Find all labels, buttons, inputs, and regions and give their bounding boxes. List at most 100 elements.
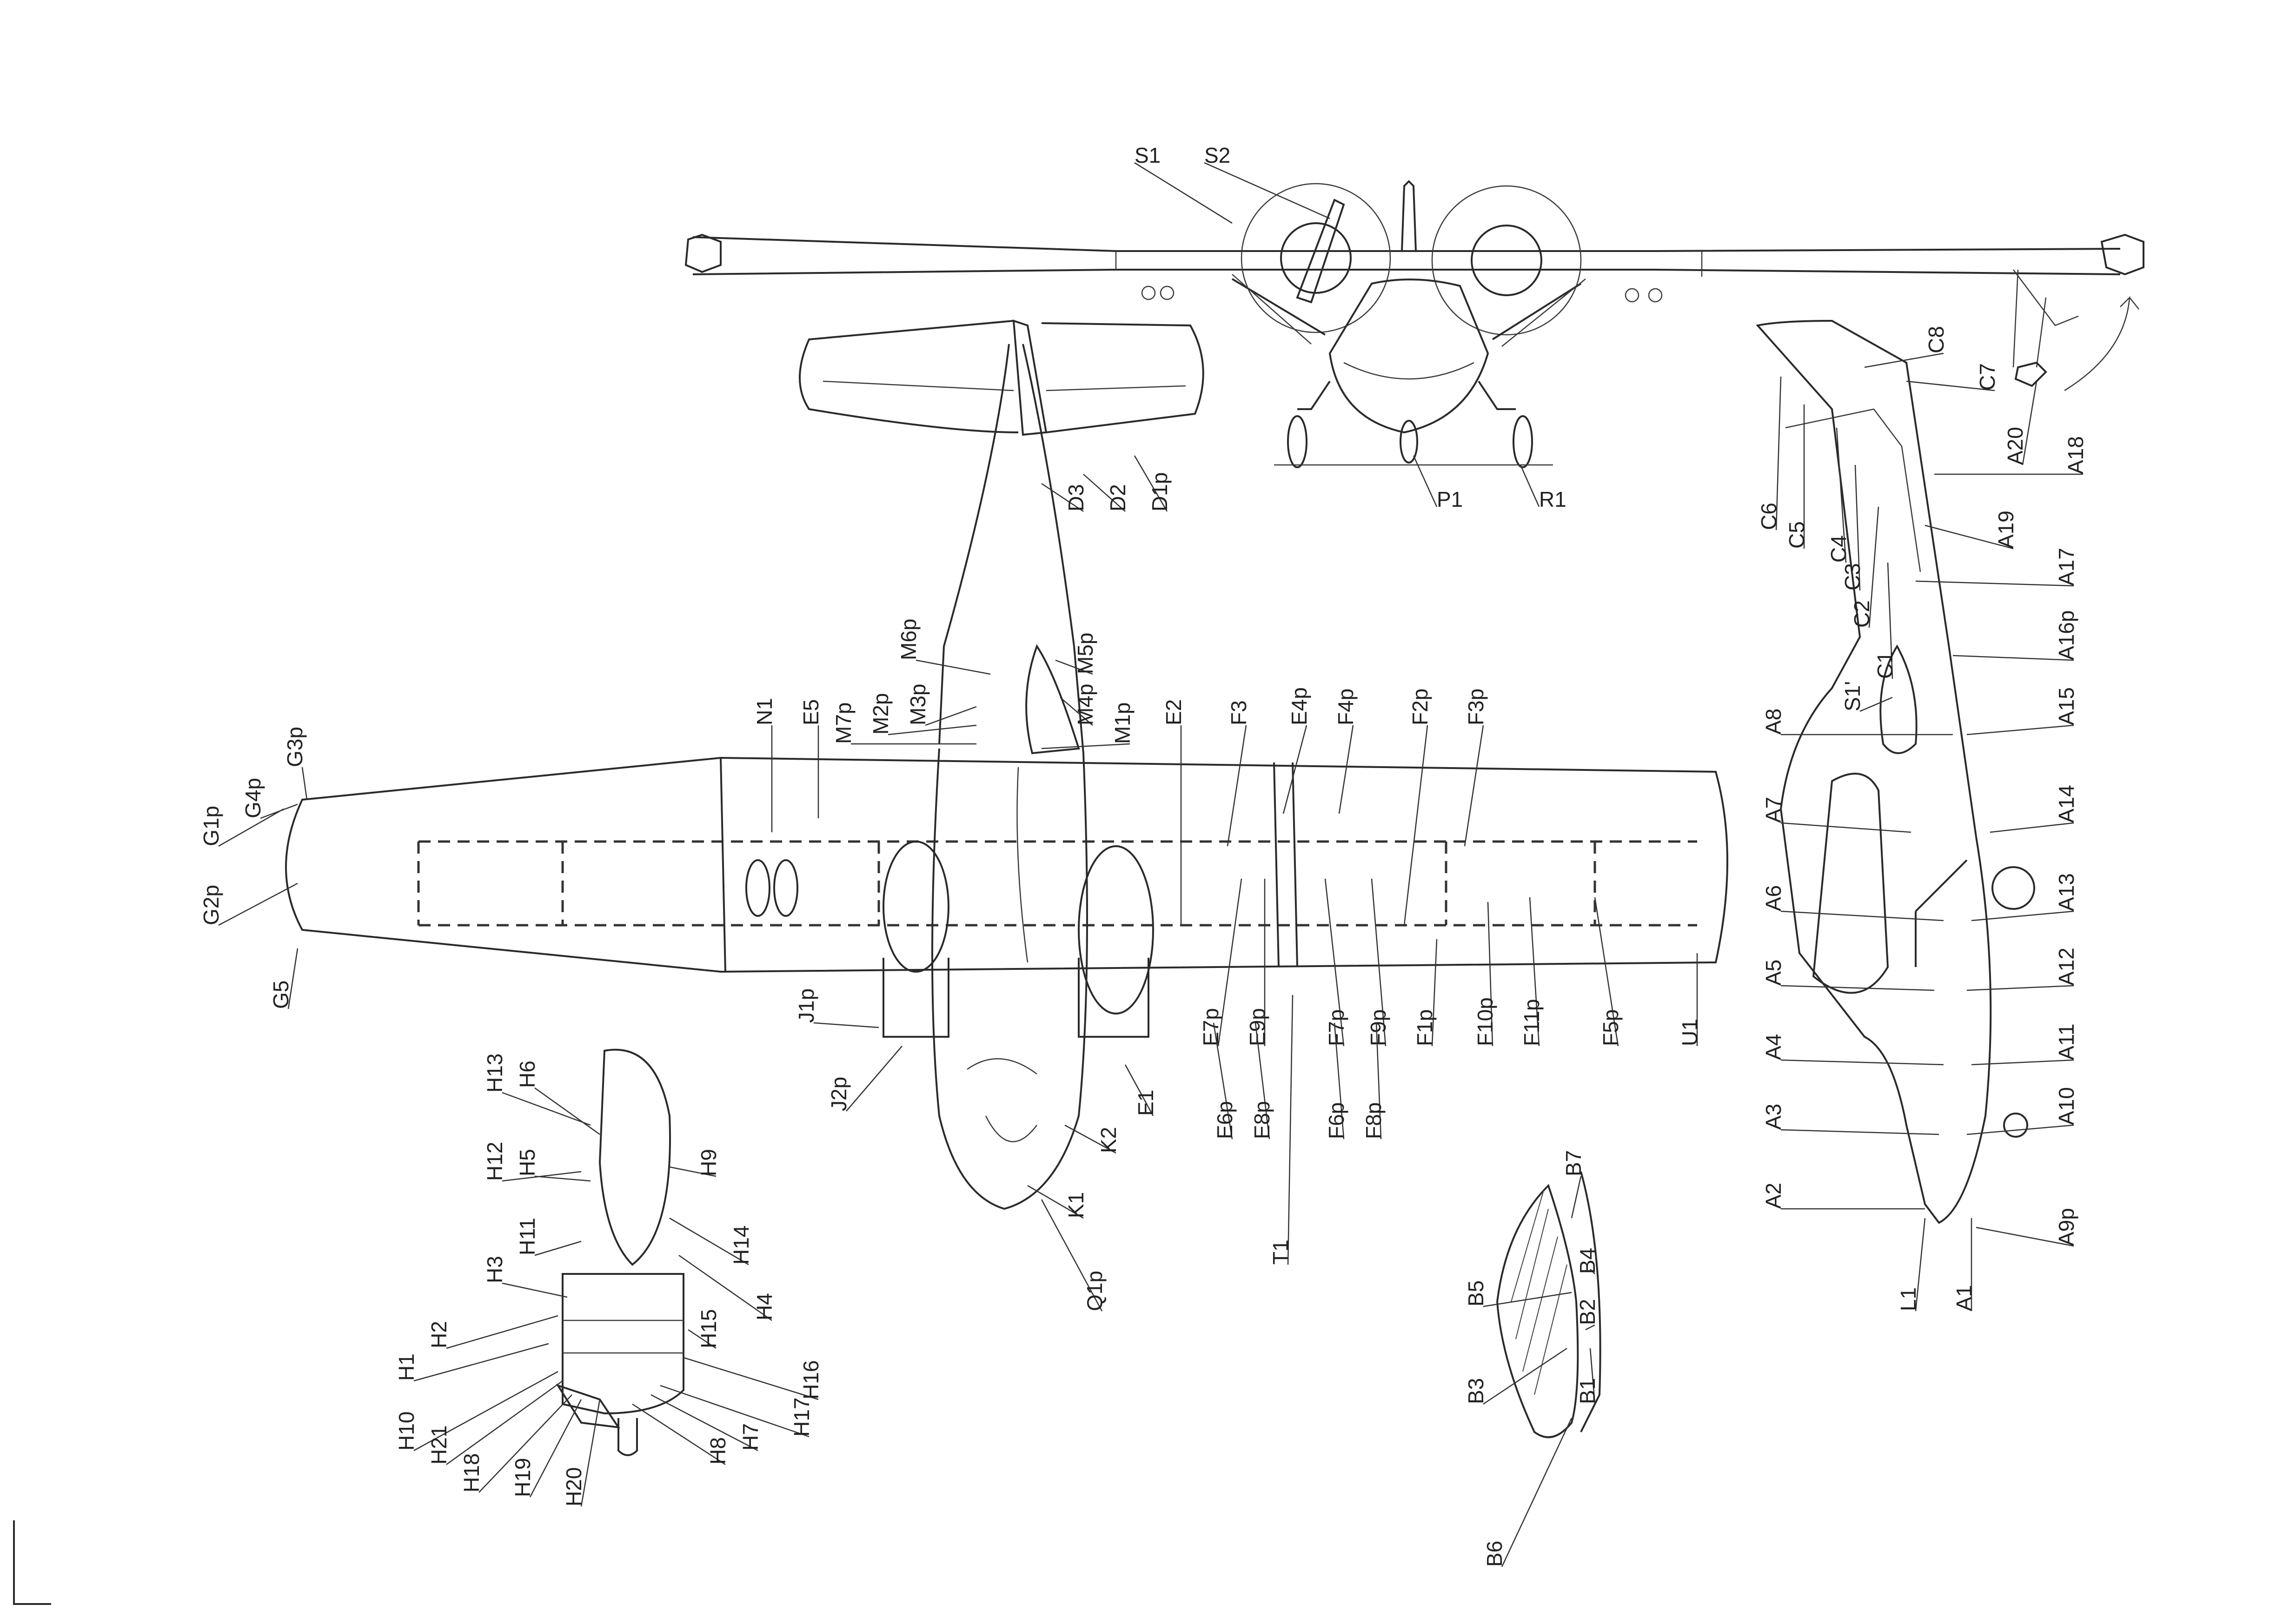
part-label: C2 xyxy=(1850,600,1874,628)
leader-line xyxy=(925,706,977,726)
part-label: H14 xyxy=(729,1226,753,1265)
part-label: A17 xyxy=(2054,548,2078,586)
part-label: M1p xyxy=(1110,703,1135,744)
leader-line xyxy=(1990,822,2074,833)
part-label: C8 xyxy=(1924,326,1948,353)
part-label: B6 xyxy=(1482,1541,1507,1567)
leader-line xyxy=(1780,985,1935,991)
leader-line xyxy=(218,808,284,847)
leader-line xyxy=(888,724,977,736)
leader-line xyxy=(1868,506,1879,628)
leader-line xyxy=(1529,897,1540,1047)
part-label: D1p xyxy=(1148,472,1172,511)
part-label: Q1p xyxy=(1082,1271,1107,1311)
leader-line xyxy=(1083,474,1126,512)
part-label: A13 xyxy=(2054,873,2078,911)
leader-line xyxy=(502,1092,591,1126)
leader-line xyxy=(1589,1348,1596,1405)
leader-line xyxy=(1055,659,1093,675)
leader-line xyxy=(1971,1059,2074,1066)
nacelle-detail xyxy=(556,1048,684,1456)
leader-line xyxy=(218,882,298,926)
leader-line xyxy=(1464,725,1484,847)
leader-line xyxy=(1590,1269,1595,1274)
leader-line xyxy=(1287,994,1294,1265)
part-label: R1 xyxy=(1539,487,1566,511)
part-label: E5 xyxy=(799,699,823,725)
part-label: D2 xyxy=(1106,484,1130,511)
leader-line xyxy=(1134,162,1233,224)
part-label: H3 xyxy=(483,1256,507,1283)
part-label: A11 xyxy=(2054,1024,2078,1060)
part-label: F11p xyxy=(1520,999,1544,1046)
part-label: M4p xyxy=(1073,684,1097,725)
front-view xyxy=(684,180,2144,468)
leader-line xyxy=(413,1371,558,1452)
part-label: E4p xyxy=(1287,687,1311,725)
part-label: C4 xyxy=(1826,535,1851,563)
leader-line xyxy=(301,767,308,800)
leader-line xyxy=(1324,878,1345,1047)
leader-line xyxy=(1403,725,1428,926)
part-label: F1p xyxy=(1413,1009,1437,1046)
part-label: H5 xyxy=(515,1149,539,1176)
part-label: E8p xyxy=(1250,1101,1274,1139)
leader-line xyxy=(534,1240,582,1256)
part-label: H19 xyxy=(511,1458,535,1497)
leader-line xyxy=(1204,162,1330,219)
leader-line xyxy=(1775,376,1782,530)
leader-line xyxy=(1520,464,1540,507)
part-label: H2 xyxy=(427,1321,451,1348)
leader-line xyxy=(1780,822,1911,833)
part-label: F2p xyxy=(1408,689,1432,725)
part-label: H9 xyxy=(697,1149,721,1176)
part-label: B3 xyxy=(1464,1378,1488,1404)
part-label: F4p xyxy=(1334,689,1358,725)
part-label: A12 xyxy=(2054,948,2078,986)
leader-line xyxy=(1227,725,1247,847)
leader-line xyxy=(1571,1176,1582,1219)
leader-line xyxy=(1254,1022,1270,1140)
leader-line xyxy=(1780,1059,1944,1066)
leader-line xyxy=(1338,725,1354,814)
part-label: E6p xyxy=(1213,1101,1237,1139)
part-label: A18 xyxy=(2064,436,2088,474)
part-label: G5 xyxy=(269,981,293,1009)
part-label: B2 xyxy=(1575,1299,1599,1325)
leader-line xyxy=(660,1385,810,1438)
leader-line xyxy=(1966,724,2074,736)
leader-line xyxy=(1124,1064,1154,1116)
part-label: B5 xyxy=(1464,1280,1488,1306)
leader-line xyxy=(688,1329,717,1349)
leader-line xyxy=(1780,910,1944,921)
part-label: H16 xyxy=(799,1360,823,1399)
part-label: L1 xyxy=(1896,1287,1920,1311)
part-label: H4 xyxy=(752,1293,776,1320)
leader-line xyxy=(1966,985,2074,991)
part-label: C7 xyxy=(1975,363,1999,391)
part-label: N1 xyxy=(752,698,776,725)
leader-line xyxy=(916,659,991,675)
part-label: H17 xyxy=(790,1398,814,1437)
leader-line xyxy=(2022,381,2037,465)
part-label: A16p xyxy=(2054,610,2078,660)
part-label: E1 xyxy=(1134,1090,1158,1116)
top-view xyxy=(285,319,1728,1210)
part-label: A4 xyxy=(1761,1034,1785,1060)
leader-line xyxy=(1334,1022,1345,1140)
leader-line xyxy=(502,1282,568,1298)
corner-mark xyxy=(13,1520,51,1605)
part-label: A10 xyxy=(2054,1087,2078,1125)
leader-line xyxy=(446,1315,558,1349)
leader-line xyxy=(1282,725,1307,814)
leader-line xyxy=(1966,1124,2074,1135)
part-label: K2 xyxy=(1096,1127,1121,1153)
leader-line xyxy=(1976,1226,2074,1247)
part-label: M5p xyxy=(1073,633,1097,674)
leader-line xyxy=(1887,562,1893,679)
part-label: M3p xyxy=(906,684,930,725)
part-label: A1 xyxy=(1952,1285,1976,1311)
part-label: T1 xyxy=(1268,1240,1293,1265)
part-label: H12 xyxy=(483,1142,507,1181)
